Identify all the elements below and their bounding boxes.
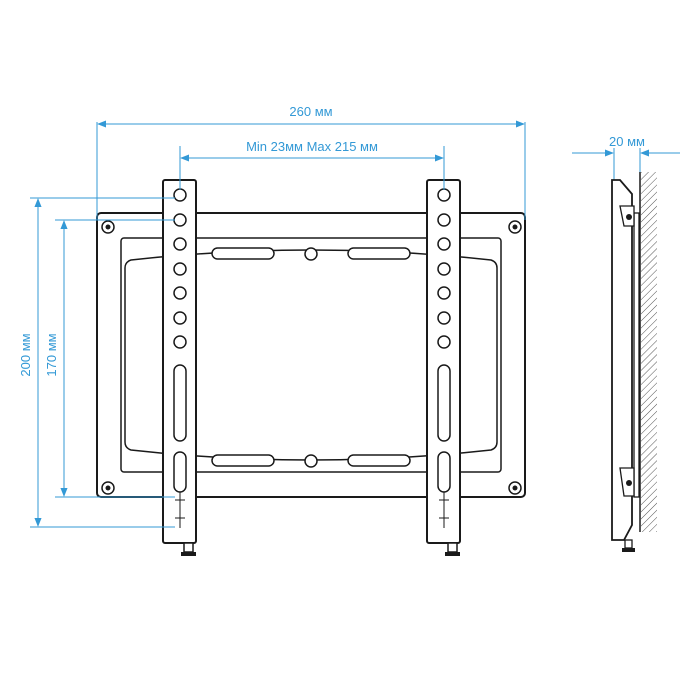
corner-screw [101,481,115,495]
mount-slot [347,247,411,260]
wall-plate-side [633,212,640,498]
corner-screw [101,220,115,234]
front-view [96,179,526,556]
vesa-range-label: Min 23мм Max 215 мм [246,139,378,154]
wall-plate-inner-rim [120,237,502,473]
wall-hatch [641,172,657,532]
height-inner-label: 170 мм [44,333,59,376]
tv-panel-side [611,179,633,541]
right-bracket [426,179,461,556]
left-bracket [162,179,197,556]
width-label: 260 мм [289,104,332,119]
height-total-label: 200 мм [18,333,33,376]
dimension-lines [30,120,680,528]
mount-slot [347,454,411,467]
mount-slot [211,247,275,260]
wall-plate [96,212,526,498]
corner-screw [508,481,522,495]
center-hole [304,247,318,261]
depth-label: 20 мм [609,134,645,149]
center-hole [304,454,318,468]
side-screw [624,539,633,549]
side-view [611,172,657,552]
corner-screw [508,220,522,234]
mount-slot [211,454,275,467]
